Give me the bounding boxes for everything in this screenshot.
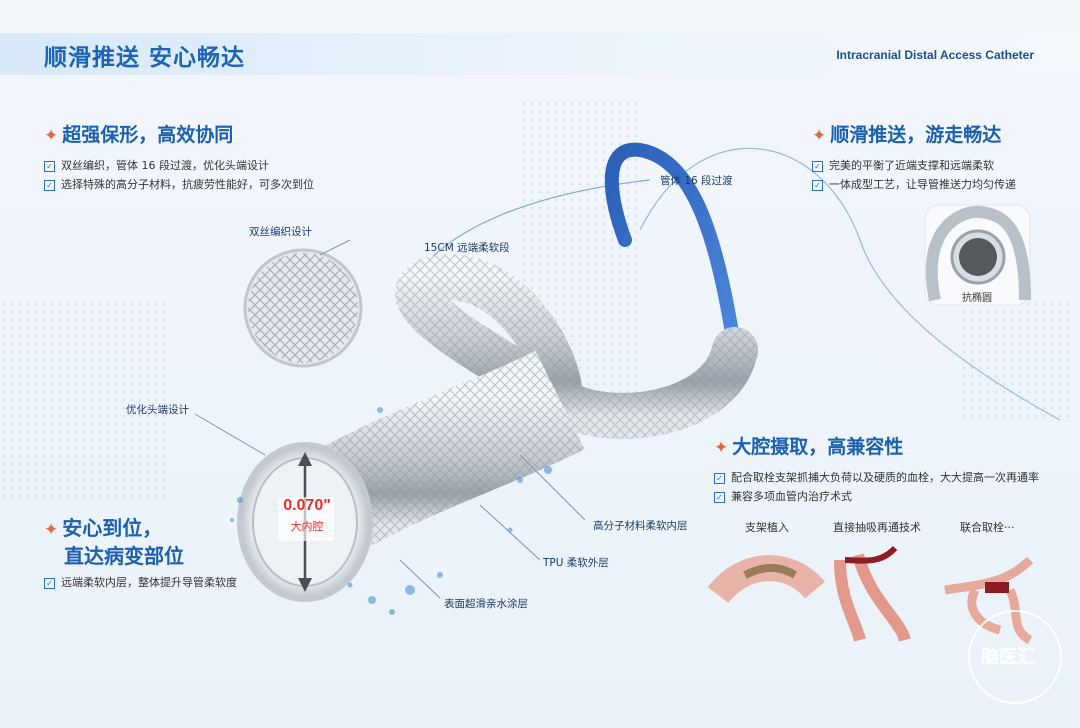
callout-soft-segment: 15CM 远端柔软段: [424, 242, 510, 254]
bullet-integrated-forming: ✓一体成型工艺，让导管推送力均匀传递: [812, 176, 1016, 192]
section-title-reach-lesion-2: 直达病变部位: [64, 544, 184, 568]
bullet-balance-support: ✓完美的平衡了近端支撑和远端柔软: [812, 157, 994, 173]
check-icon: ✓: [812, 161, 823, 172]
catheter-proximal-blue: [604, 142, 742, 357]
section-title-smooth-push: ✦顺滑推送，游走畅达: [812, 124, 1002, 146]
header-band: [0, 33, 1080, 75]
callout-tip-design: 优化头端设计: [126, 404, 189, 416]
section-title-large-lumen: ✦大腔摄取，高兼容性: [714, 436, 904, 458]
guide-line-right: [639, 147, 1061, 421]
section-title-shape-retention: ✦超强保形，高效协同: [44, 124, 234, 146]
page-subtitle: Intracranial Distal Access Catheter: [836, 48, 1034, 62]
inset-label-anti-oval: 抗椭圆: [962, 293, 992, 304]
check-icon: ✓: [714, 492, 725, 503]
callout-inner-layer: 高分子材料柔软内层: [593, 520, 688, 532]
lumen-size: 0.070": [283, 497, 331, 514]
technique-label-combined: 联合取栓···: [960, 521, 1015, 534]
technique-label-stent: 支架植入: [745, 521, 789, 534]
watermark-logo: [968, 610, 1062, 704]
watermark-text: 脑医汇: [981, 647, 1035, 668]
bullet-polymer-material: ✓选择特殊的高分子材料，抗疲劳性能好，可多次到位: [44, 176, 314, 192]
bullet-braid-transition: ✓双丝编织，管体 16 段过渡，优化头端设计: [44, 157, 269, 173]
bullet-thrombus-capture: ✓配合取栓支架抓捕大负荷以及硬质的血栓，大大提高一次再通率: [714, 469, 1039, 485]
section-title-reach-lesion-1: ✦安心到位，: [44, 516, 163, 540]
check-icon: ✓: [812, 180, 823, 191]
callout-coating: 表面超滑亲水涂层: [444, 598, 528, 610]
page-title: 顺滑推送 安心畅达: [44, 45, 246, 71]
dot-pattern-right: [960, 300, 1070, 420]
callout-segments: 管体 16 段过渡: [660, 175, 733, 187]
bullet-soft-inner-layer: ✓远端柔软内层，整体提升导管柔软度: [44, 574, 237, 590]
technique-combined-image: [944, 556, 1034, 645]
lumen-label: 大内腔: [290, 520, 324, 533]
callout-braid-design: 双丝编织设计: [249, 226, 312, 238]
bullet-compatibility: ✓兼容多项血管内治疗术式: [714, 488, 852, 504]
technique-label-aspiration: 直接抽吸再通技术: [833, 521, 921, 534]
check-icon: ✓: [714, 473, 725, 484]
check-icon: ✓: [44, 161, 55, 172]
check-icon: ✓: [44, 180, 55, 191]
check-icon: ✓: [44, 578, 55, 589]
dot-pattern-left: [0, 300, 170, 500]
water-splash: [230, 407, 552, 615]
technique-stent-image: [707, 555, 825, 604]
technique-aspiration-image: [834, 545, 911, 642]
callout-outer-layer: TPU 柔软外层: [543, 557, 609, 569]
